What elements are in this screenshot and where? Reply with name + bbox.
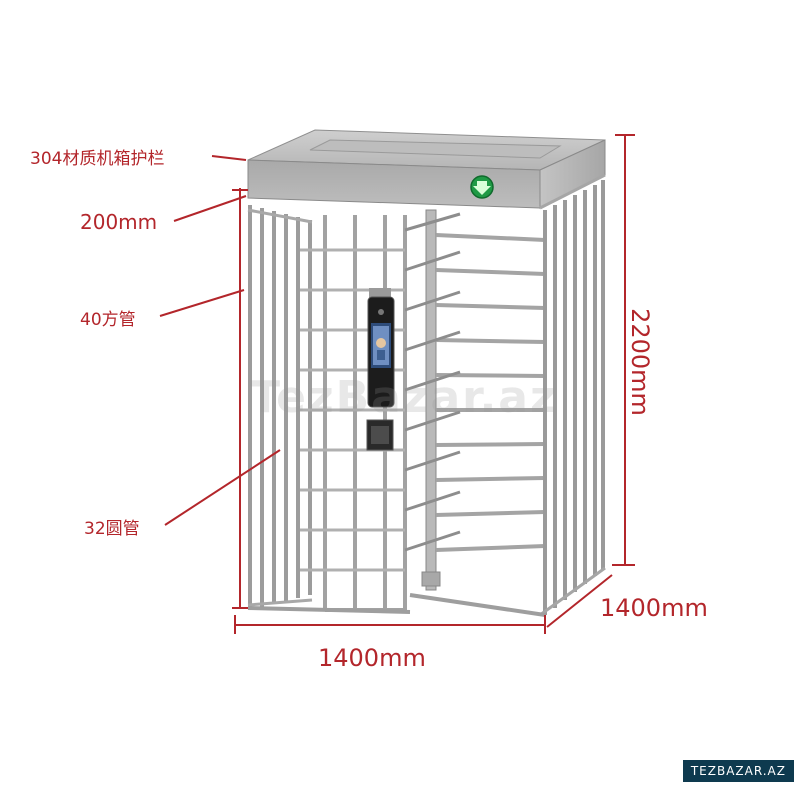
annotation-leaders bbox=[159, 134, 635, 634]
rotor-arms-back bbox=[404, 212, 461, 552]
rotor-shaft bbox=[421, 209, 441, 591]
brand-badge: TEZBAZAR.AZ bbox=[682, 760, 794, 782]
right-fence-rails bbox=[539, 173, 606, 617]
square-tube-label: 40方管 bbox=[80, 310, 136, 330]
top-guard-label: 304材质机箱护栏 bbox=[30, 149, 165, 169]
green-arrow-down-icon bbox=[470, 175, 494, 199]
right-fence-panel bbox=[543, 180, 605, 615]
header-height-label: 200mm bbox=[80, 210, 158, 234]
round-tube-label: 32圆管 bbox=[84, 519, 140, 539]
left-fence-panel bbox=[248, 205, 312, 610]
depth-dimension-label: 1400mm bbox=[600, 594, 708, 622]
card-reader-icon bbox=[366, 419, 394, 451]
base-frame bbox=[247, 593, 546, 617]
face-recognition-terminal-icon bbox=[367, 288, 395, 408]
watermark: TezBazar.az bbox=[250, 372, 558, 423]
roof-raised-panel bbox=[309, 139, 562, 159]
left-fence-rails bbox=[247, 208, 313, 607]
height-dimension-label: 2200mm bbox=[626, 308, 654, 416]
width-dimension-label: 1400mm bbox=[318, 644, 426, 672]
